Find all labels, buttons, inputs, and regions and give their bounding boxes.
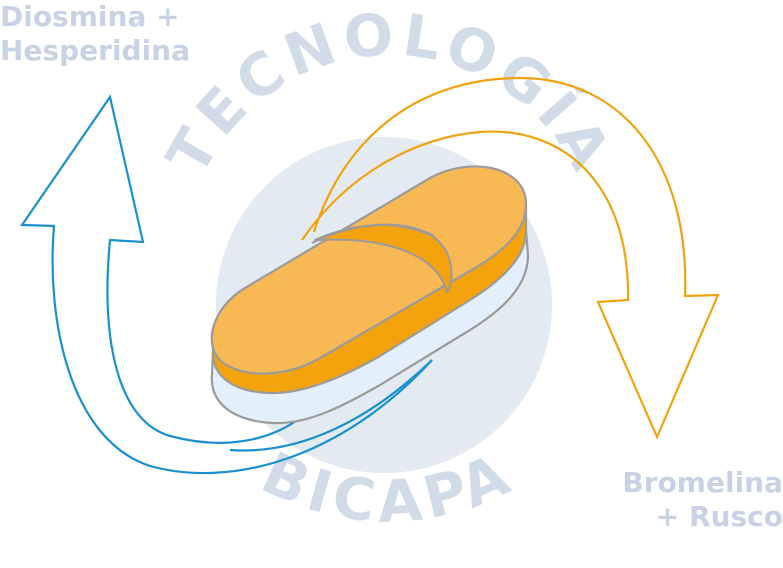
label-bromelina-rusco: Bromelina + Rusco bbox=[622, 466, 783, 534]
label-diosmina-hesperidina: Diosmina + Hesperidina bbox=[0, 0, 190, 68]
label-bromelina-line-1: Bromelina bbox=[622, 466, 783, 499]
blue-arrow-front-segment bbox=[229, 359, 433, 452]
tablet-top-face bbox=[210, 165, 528, 375]
tablet-score-edge bbox=[311, 223, 435, 244]
label-bromelina-line-2: + Rusco bbox=[655, 500, 783, 533]
label-diosmina-line-1: Diosmina + bbox=[0, 0, 180, 33]
orange-curved-arrow bbox=[301, 76, 720, 440]
blue-curved-arrow bbox=[19, 94, 433, 475]
label-diosmina-line-2: Hesperidina bbox=[0, 34, 190, 67]
